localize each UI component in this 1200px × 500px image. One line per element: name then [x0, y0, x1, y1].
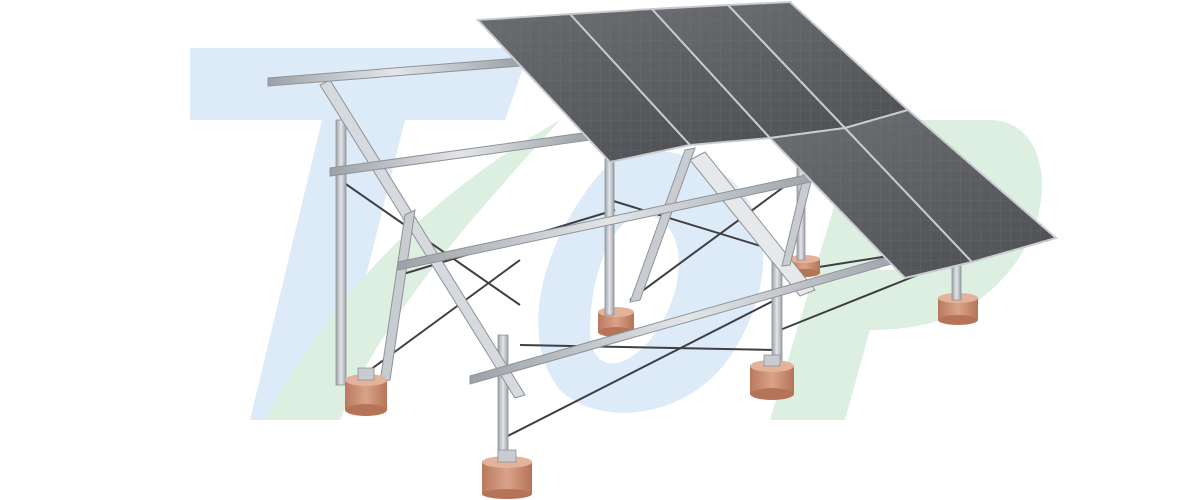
purlins	[267, 57, 906, 385]
solar-panel	[570, 9, 770, 145]
solar-panel	[478, 14, 690, 162]
watermark-letter-t	[190, 48, 530, 420]
post	[604, 149, 615, 316]
solar-panel	[845, 110, 1056, 262]
solar-panel	[652, 5, 845, 138]
footing	[750, 354, 794, 400]
footing	[345, 367, 387, 416]
footing	[598, 307, 634, 337]
rafters	[319, 79, 816, 399]
post	[335, 119, 347, 386]
footings-front	[345, 354, 794, 499]
solar-panel	[728, 2, 908, 128]
solar-panel	[770, 128, 972, 278]
solar-panel-array	[475, 0, 1059, 280]
footing	[482, 449, 532, 499]
rafter	[379, 209, 416, 383]
rafter	[629, 147, 696, 303]
